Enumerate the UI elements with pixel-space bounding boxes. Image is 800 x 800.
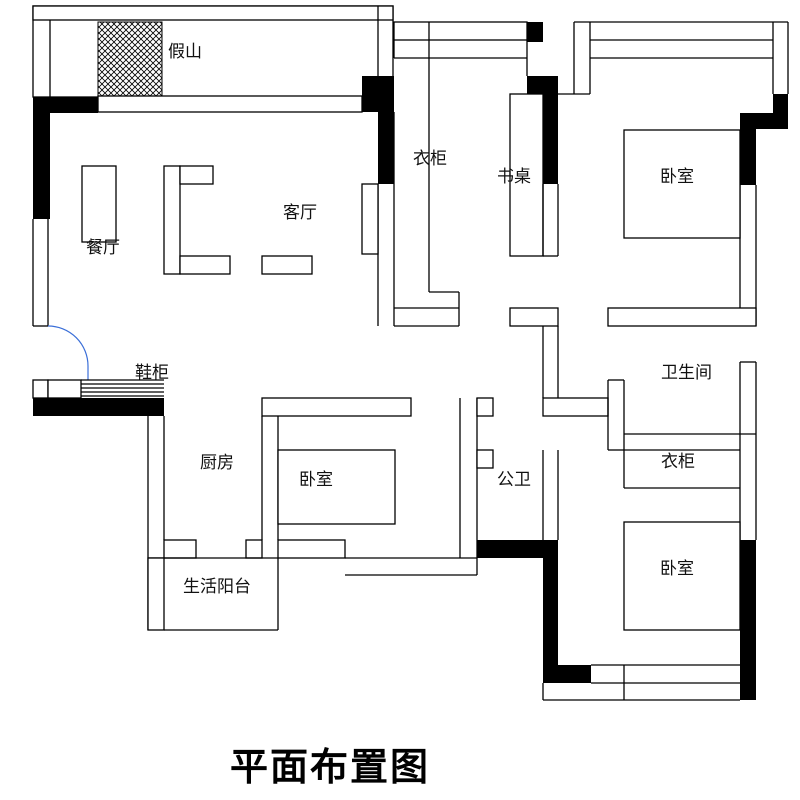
label-bedroom-ne: 卧室 <box>660 167 694 187</box>
label-kitchen: 厨房 <box>200 453 234 473</box>
corridor-walls <box>509 307 609 417</box>
shoe-cabinet-shape <box>32 379 164 399</box>
desk-surface <box>509 93 544 257</box>
public-bathroom-walls <box>542 450 559 540</box>
door-swing-arc <box>47 325 89 380</box>
bed-se <box>623 521 741 631</box>
label-dining-room: 餐厅 <box>86 238 120 258</box>
wall <box>740 113 756 185</box>
label-desk: 书桌 <box>497 167 531 187</box>
wall <box>527 22 543 42</box>
rockery-hatch <box>97 21 163 97</box>
bedroom-ne-walls <box>558 21 789 327</box>
label-bedroom-se: 卧室 <box>660 559 694 579</box>
wall <box>543 665 591 683</box>
wall <box>33 97 50 219</box>
living-dining-walls <box>32 112 395 327</box>
dining-table <box>81 165 117 243</box>
structural-walls <box>33 22 788 700</box>
label-rockery: 假山 <box>168 42 202 62</box>
coffee-table <box>261 255 313 275</box>
kitchen-walls <box>147 416 278 630</box>
bathroom-se-walls <box>607 361 757 540</box>
label-public-bathroom: 公卫 <box>497 470 531 490</box>
label-laundry-balcony: 生活阳台 <box>183 577 251 597</box>
label-bedroom-middle: 卧室 <box>299 470 333 490</box>
label-living-room: 客厅 <box>283 203 317 223</box>
label-shoe-cabinet: 鞋柜 <box>135 363 169 383</box>
wall <box>477 540 558 558</box>
wall <box>543 540 558 683</box>
bedroom-se-bottom-wall <box>542 664 740 701</box>
label-wardrobe-top: 衣柜 <box>413 149 447 169</box>
bed-ne <box>623 129 741 239</box>
wall <box>543 76 558 184</box>
wardrobe-room <box>393 21 528 327</box>
wall <box>740 540 756 700</box>
wall <box>378 100 394 184</box>
label-ensuite-bathroom: 卫生间 <box>661 363 712 383</box>
label-wardrobe-se: 衣柜 <box>661 452 695 472</box>
laundry-balcony-walls <box>147 557 279 631</box>
bed-middle <box>277 449 396 525</box>
rockery-area <box>32 5 394 113</box>
bedroom-middle-walls <box>261 397 494 576</box>
sofa <box>163 165 231 275</box>
plan-title: 平面布置图 <box>230 745 430 789</box>
wall <box>33 398 164 416</box>
